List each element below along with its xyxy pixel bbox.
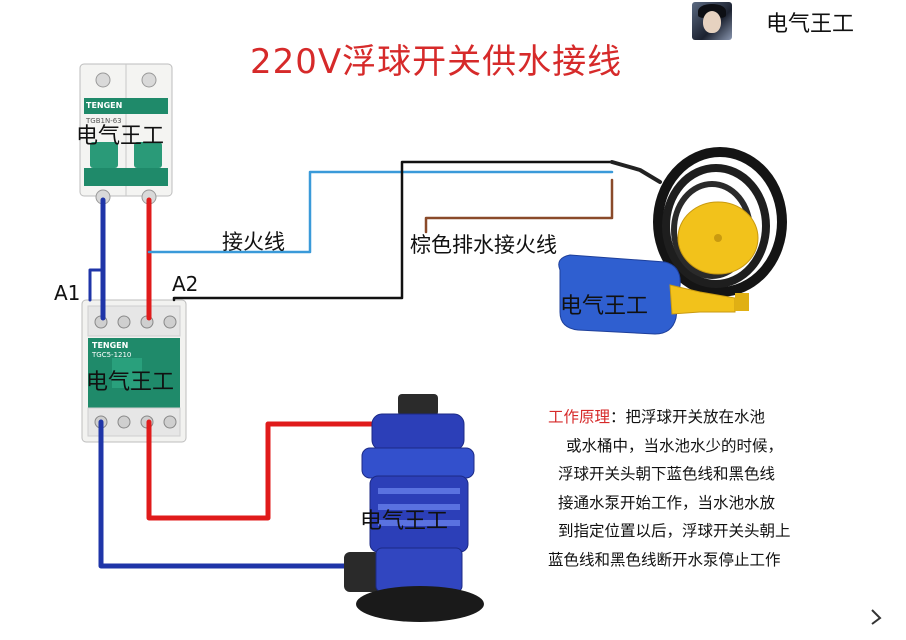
brown-wire-label: 棕色排水接火线 (410, 233, 557, 257)
a1-label: A1 (54, 281, 81, 305)
watermark-pump: 电气王工 (360, 509, 449, 534)
a1-jumper (88, 268, 105, 302)
page-title: 220V浮球开关供水接线 (250, 42, 623, 82)
principle-line-2: 或水桶中，当水池水少的时候， (566, 436, 784, 455)
principle-line-1: 工作原理：把浮球开关放在水池 (548, 408, 766, 426)
contactor (81, 299, 187, 443)
live-to-float-wire (147, 170, 614, 254)
breaker-brand: TENGEN (86, 101, 123, 110)
float-cable (610, 160, 662, 184)
neutral-wire-contactor-pump (98, 419, 355, 569)
principle-heading: 工作原理 (548, 408, 611, 426)
circuit-breaker (79, 63, 173, 205)
watermark-contactor: 电气王工 (86, 370, 175, 395)
principle-line-5: 到指定位置以后，浮球开关头朝上 (558, 522, 791, 540)
corner-mark (871, 609, 882, 625)
submersible-pump (344, 394, 484, 622)
a2-to-float-wire (172, 160, 614, 302)
brand-name: 电气王工 (766, 12, 855, 37)
watermark-breaker: 电气王工 (76, 124, 165, 149)
live-wire-label: 接火线 (222, 230, 285, 254)
contactor-model: TGC5-1210 (92, 351, 132, 359)
watermark-float: 电气王工 (560, 294, 649, 319)
live-wire-contactor-pump (146, 419, 395, 521)
a2-label: A2 (172, 272, 199, 296)
principle-line-3: 浮球开关头朝下蓝色线和黑色线 (558, 465, 776, 483)
wires (88, 160, 662, 569)
author-avatar (692, 2, 732, 40)
working-principle: 工作原理：把浮球开关放在水池 或水桶中，当水池水少的时候， 浮球开关头朝下蓝色线… (548, 403, 868, 574)
principle-line-6: 蓝色线和黑色线断开水泵停止工作 (548, 550, 781, 569)
brown-wire (424, 178, 614, 234)
principle-line-4: 接通水泵开始工作，当水池水放 (558, 493, 776, 512)
float-switch (558, 147, 787, 335)
contactor-brand: TENGEN (92, 341, 129, 350)
breaker-model: TGB1N-63 (86, 117, 122, 125)
